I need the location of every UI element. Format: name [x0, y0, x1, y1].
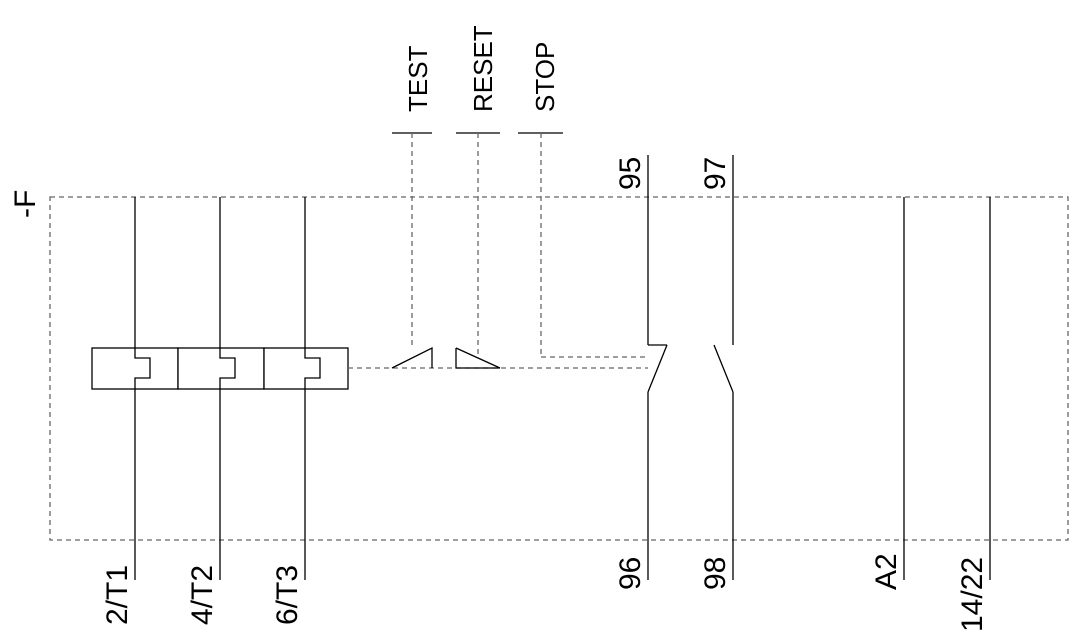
stop-label: STOP [530, 42, 560, 112]
terminal-a2-label: A2 [870, 553, 903, 590]
device-housing-dashed [49, 196, 1069, 541]
terminal-t1-label: 2/T1 [101, 565, 134, 625]
no-contact-97-98 [713, 155, 734, 580]
thermal-element-group [91, 347, 349, 390]
thermal-element-3 [263, 347, 349, 390]
terminal-t2-label: 4/T2 [186, 565, 219, 625]
terminal-98-label: 98 [699, 557, 732, 590]
device-label: -F [9, 190, 42, 218]
thermal-element-2 [177, 347, 265, 390]
terminal-14-22-label: 14/22 [956, 557, 989, 632]
terminal-97-label: 97 [699, 157, 732, 190]
terminal-96-label: 96 [614, 557, 647, 590]
reset-wedge [455, 348, 500, 369]
terminal-t3-label: 6/T3 [271, 565, 304, 625]
test-label: TEST [403, 45, 433, 112]
reset-wedge-diagonal [455, 347, 501, 369]
test-wedge [391, 346, 433, 369]
reset-label: RESET [468, 25, 498, 112]
terminal-95-label: 95 [614, 157, 647, 190]
nc-contact-95-96 [647, 155, 668, 580]
